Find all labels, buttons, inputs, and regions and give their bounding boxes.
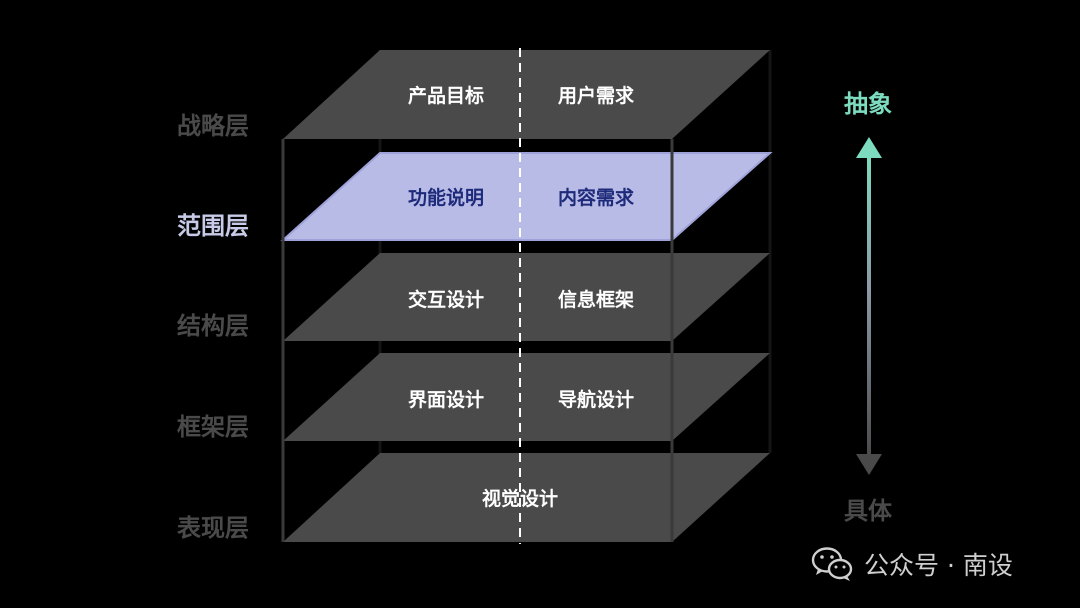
plane-scope-left-text: 功能说明 <box>408 186 484 209</box>
frame-front <box>281 139 674 542</box>
plane-skeleton-left-text: 界面设计 <box>408 389 484 411</box>
layer-label-surface: 表现层 <box>177 514 249 542</box>
axis-arrow <box>856 137 882 475</box>
layer-label-strategy: 战略层 <box>177 112 249 140</box>
watermark-text: 公众号 · 南设 <box>864 551 1013 580</box>
wechat-icon <box>811 547 853 581</box>
plane-skeleton-right-text: 导航设计 <box>558 388 634 411</box>
plane-scope <box>280 152 773 241</box>
plane-structure-shape <box>283 253 770 341</box>
arrow-down-icon <box>856 454 882 475</box>
plane-structure-right-text: 信息框架 <box>558 288 634 311</box>
plane-surface-center-text: 视觉设计 <box>482 487 558 510</box>
plane-strategy-left-text: 产品目标 <box>408 84 484 107</box>
plane-surface <box>283 453 770 542</box>
plane-scope-right-text: 内容需求 <box>558 186 635 209</box>
axis-top-label: 抽象 <box>844 90 892 118</box>
axis-bottom-label: 具体 <box>844 497 893 525</box>
plane-skeleton-shape <box>283 353 770 441</box>
axis-shaft <box>867 152 871 458</box>
plane-strategy-right-text: 用户需求 <box>558 84 635 107</box>
plane-strategy <box>283 50 770 139</box>
plane-skeleton <box>283 353 770 441</box>
plane-scope-shape <box>280 152 773 241</box>
plane-strategy-shape <box>283 50 770 139</box>
layer-label-structure: 结构层 <box>177 312 249 340</box>
watermark: 公众号 · 南设 <box>810 544 1013 584</box>
plane-structure <box>283 253 770 341</box>
plane-surface-shape <box>283 453 770 542</box>
layer-label-scope: 范围层 <box>177 212 249 240</box>
arrow-up-icon <box>856 137 882 158</box>
plane-structure-left-text: 交互设计 <box>408 288 484 311</box>
layer-label-skeleton: 框架层 <box>177 413 249 441</box>
